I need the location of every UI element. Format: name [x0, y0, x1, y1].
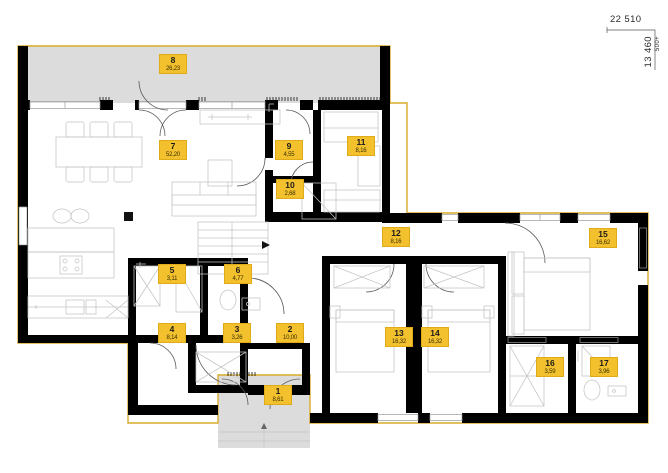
room-number: 14: [430, 328, 440, 338]
room-area: 16,62: [595, 239, 610, 246]
room-area: 26,23: [165, 65, 180, 72]
dimension-depth-prefix: 500+: [655, 36, 661, 52]
shower-cabin-10: [301, 182, 337, 220]
sofa: [171, 159, 257, 217]
room-area: 2,68: [284, 190, 296, 197]
media-unit: [199, 109, 281, 125]
room-number: 15: [598, 229, 608, 239]
room-area: 8,16: [390, 238, 402, 245]
room-number: 9: [286, 141, 292, 151]
dimension-lines: [606, 27, 656, 70]
dimension-overall-width: 22 510: [610, 14, 642, 25]
room-area: 4,77: [232, 275, 244, 282]
room-area: 3,26: [231, 334, 243, 341]
openings: [19, 101, 647, 421]
room-area: 4,55: [283, 151, 295, 158]
wc-5-fixtures: [133, 262, 161, 307]
room-number: 10: [285, 180, 295, 190]
column: [124, 212, 133, 221]
room-area: 16,32: [427, 338, 442, 345]
room-fills: [18, 103, 648, 448]
room-number: 1: [275, 386, 281, 396]
room-number: 5: [169, 265, 175, 275]
kitchen-counter: [27, 208, 129, 319]
closet-3: [195, 351, 247, 383]
room-number: 13: [394, 328, 404, 338]
room-area: 3,96: [598, 368, 610, 375]
room-area: 8,16: [355, 147, 367, 154]
room-number: 2: [287, 324, 293, 334]
dimension-overall-depth: 13 460: [643, 36, 654, 68]
room-area: 8,61: [272, 396, 284, 403]
window-sills: [18, 206, 28, 246]
fixture-9: [268, 103, 274, 112]
furniture: [27, 103, 627, 448]
dining-table: [55, 121, 143, 183]
room-number: 8: [170, 55, 176, 65]
room-number: 3: [234, 324, 240, 334]
room-area: 3,11: [166, 275, 178, 282]
room-number: 17: [599, 358, 609, 368]
room-area: 8,14: [166, 334, 178, 341]
terrace-sill-hatch: [99, 97, 384, 376]
room-number: 7: [170, 141, 176, 151]
porch-steps: [218, 423, 310, 448]
room-number: 11: [356, 137, 366, 147]
room-number: 16: [545, 358, 555, 368]
room-number: 4: [169, 324, 175, 334]
room-area: 10,00: [282, 334, 297, 341]
room-area: 52,20: [165, 151, 180, 158]
room-number: 6: [235, 265, 241, 275]
room-area: 3,59: [544, 368, 556, 375]
terrace-area: [18, 46, 390, 103]
master-bed-15: [507, 251, 591, 337]
room-area: 16,32: [391, 338, 406, 345]
room-number: 12: [391, 228, 401, 238]
